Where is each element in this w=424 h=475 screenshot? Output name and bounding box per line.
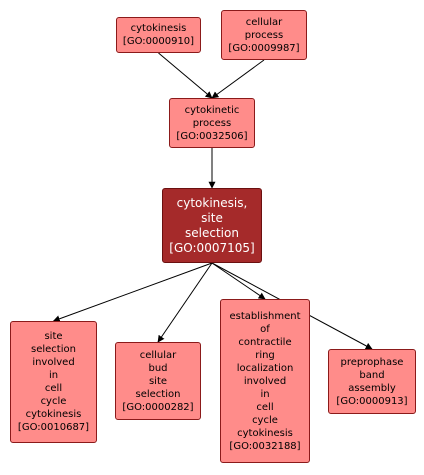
node-label-line: involved (243, 375, 287, 387)
node-label-line: site (44, 331, 63, 342)
node-label-line: cytokinetic (184, 104, 240, 116)
node-label-line: [GO:0000910] (122, 36, 195, 47)
node-label-line: bud (148, 362, 168, 374)
node-label-line: localization (236, 362, 294, 374)
node-label-line: involved (32, 357, 75, 368)
node-label-line: process (192, 117, 232, 129)
node-label-line: [GO:0009987] (228, 42, 300, 54)
node-label-line: cellular (139, 349, 177, 361)
edge-arrow (211, 262, 266, 300)
edge-arrow (157, 262, 213, 343)
node-label-line: cytokinesis, (176, 195, 248, 210)
node-label-line: preprophase (340, 356, 404, 368)
node-label-line: contractile (238, 336, 292, 348)
node-label-line: cell (256, 401, 274, 413)
node-label-line: [GO:0032188] (229, 440, 301, 452)
node-label-line: of (260, 323, 270, 335)
node-label-line: [GO:0010687] (17, 422, 90, 433)
edge-arrow (211, 59, 265, 99)
edge-arrow (52, 262, 213, 323)
node-label-line: assembly (348, 382, 396, 394)
node-label-line: band (359, 369, 385, 381)
node-label-line: selection (185, 225, 239, 240)
edge-arrow (158, 52, 213, 99)
node-label-line: selection (31, 344, 76, 355)
node-label-line: cytokinesis (25, 409, 82, 420)
node-label-line: selection (135, 388, 181, 400)
node-label-line: in (48, 370, 59, 381)
node-label-line: site (148, 375, 168, 387)
node-label-line: site (201, 210, 223, 225)
node-label-line: cytokinesis (130, 23, 187, 34)
node-label-line: establishment (229, 310, 301, 322)
node-label-line: [GO:0032506] (176, 130, 248, 142)
node-label-line: cell (44, 383, 63, 394)
node-label-line: cellular (245, 16, 283, 28)
node-label-line: [GO:0000913] (336, 395, 408, 407)
node-label-line: cycle (40, 396, 67, 407)
node-cytokinesis[interactable]: cytokinesis [GO:0000910] (116, 17, 201, 53)
node-label-line: ring (255, 349, 275, 361)
node-site-selection-involved-in-cell-cycle-cytokinesis[interactable]: site selection involved in cell cycle cytokine… (10, 321, 97, 443)
node-label-line: process (244, 29, 284, 41)
node-label-line: in (260, 388, 270, 400)
node-label-line: [GO:0007105] (169, 240, 255, 255)
node-label-line: cycle (252, 414, 278, 426)
node-label-line: cytokinesis (237, 427, 293, 439)
node-label-line: [GO:0000282] (122, 401, 194, 413)
